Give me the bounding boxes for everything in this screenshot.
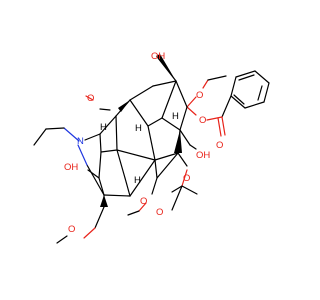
label-o-methoxy-upper-left: O (87, 93, 94, 104)
benzoyl-ester-bonds (186, 95, 232, 137)
methoxymethyl-bonds (56, 194, 105, 244)
label-oh-right: OH (196, 150, 210, 161)
label-o-ester-acetyl: O (183, 173, 190, 184)
label-oh-left: OH (64, 162, 78, 173)
label-n-amine: N (77, 136, 84, 147)
atom-labels: OH O O O O OH O O N OH O O H H H H (64, 51, 223, 235)
label-oh-top: OH (151, 51, 165, 62)
label-h-stereo-1: H (135, 123, 142, 134)
label-o-carbonyl-benzoyl: O (216, 140, 223, 151)
stereo-wedges (100, 54, 182, 207)
label-o-methoxy-top-right: O (196, 90, 203, 101)
bond-lines (33, 57, 270, 244)
label-o-methoxy-mid: O (68, 224, 75, 235)
left-hydroxyl-bonds (87, 169, 100, 179)
methoxy-upper-left-bonds (85, 95, 111, 111)
label-h-stereo-3: H (100, 122, 107, 133)
amine-bonds (33, 127, 88, 166)
label-o-methoxy-bottom: O (140, 196, 147, 207)
label-o-ester-benzoyl: O (199, 115, 206, 126)
methoxy-top-right-bonds (186, 75, 227, 108)
label-h-stereo-4: H (134, 175, 141, 186)
core-skeleton-bonds (84, 80, 188, 197)
phenyl-ring (230, 70, 270, 109)
right-substituent-bonds (171, 129, 198, 211)
label-o-carbonyl-acetyl: O (156, 207, 163, 218)
chemical-structure: OH O O O O OH O O N OH O O H H H H (33, 51, 270, 244)
label-h-stereo-2: H (172, 111, 179, 122)
methoxy-bottom-bonds (127, 177, 158, 216)
